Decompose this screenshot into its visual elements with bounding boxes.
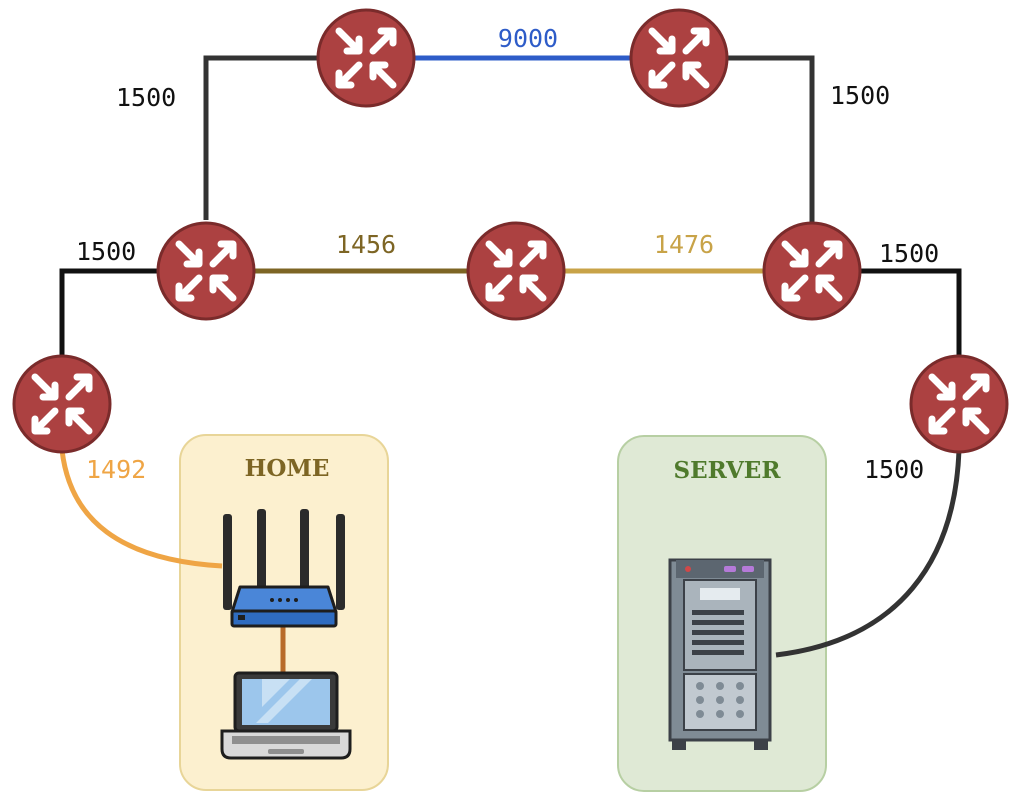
- home-group-label: HOME: [245, 455, 330, 482]
- routers: [14, 10, 1007, 452]
- router-icon: [318, 10, 414, 106]
- link-labels: 1500 9000 1500 1500 1456 1476 1500 1492 …: [76, 24, 939, 484]
- wifi-router-icon: [223, 509, 345, 628]
- label-top-right: 1500: [830, 81, 890, 110]
- laptop-icon: [220, 671, 352, 760]
- router-icon: [14, 356, 110, 452]
- label-mid-left-stub: 1500: [76, 237, 136, 266]
- link-mid-right-stub: [860, 268, 962, 356]
- label-mid-left: 1456: [336, 230, 396, 259]
- link-server-uplink: [775, 449, 962, 658]
- router-icon: [468, 223, 564, 319]
- label-mid-right-stub: 1500: [879, 239, 939, 268]
- router-icon: [631, 10, 727, 106]
- link-mid-left-stub: [59, 268, 158, 356]
- label-server-uplink: 1500: [864, 455, 924, 484]
- server-rack-icon: [668, 558, 772, 750]
- server-group-label: SERVER: [674, 457, 782, 484]
- label-home-uplink: 1492: [86, 455, 146, 484]
- router-icon: [911, 356, 1007, 452]
- link-home-uplink: [59, 449, 223, 569]
- label-top-left: 1500: [116, 83, 176, 112]
- link-top-right: [728, 55, 815, 222]
- label-mid-right: 1476: [654, 230, 714, 259]
- label-top-center: 9000: [498, 24, 558, 53]
- router-icon: [764, 223, 860, 319]
- links: [59, 55, 962, 672]
- link-top-left: [203, 55, 318, 220]
- router-icon: [158, 223, 254, 319]
